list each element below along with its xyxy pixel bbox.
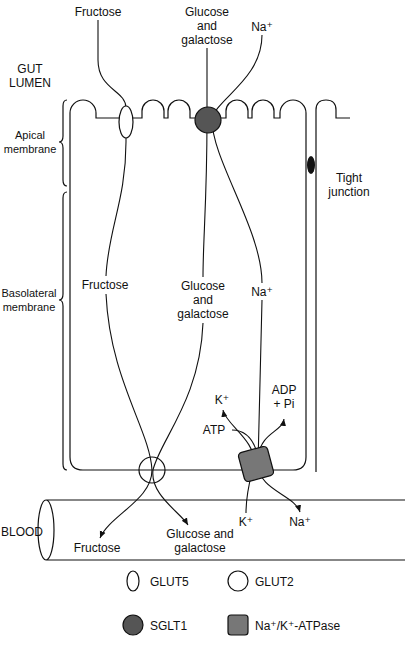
legend-text: GLUT5: [150, 575, 189, 589]
legend-text: SGLT1: [150, 619, 187, 633]
blood-vessel: BLOODFructoseGlucose and galactoseK⁺Na⁺: [38, 498, 405, 566]
ion-label: Na⁺: [251, 285, 273, 299]
atp-hydrolysis-path: [232, 419, 284, 456]
neighbour-cell-outline: [316, 100, 350, 472]
substance-label: Fructose: [74, 541, 121, 555]
sglt1-transporter: [195, 107, 221, 133]
fructose-uptake-path: [98, 20, 126, 276]
na-k-atpase-pump: [238, 446, 275, 483]
legend-sample-sglt1: [123, 615, 143, 635]
substance-label: Fructose: [75, 5, 122, 19]
substance-label: Glucose and galactose: [177, 279, 228, 321]
legend-sample-glut2: [228, 571, 248, 591]
legend-sample-atpase: [228, 615, 248, 635]
membrane-label: Apical membrane: [4, 128, 57, 156]
substance-label: Fructose: [82, 278, 129, 292]
sodium-uptake-path: [212, 35, 262, 283]
ion-label: K⁺: [239, 515, 253, 529]
membrane-label: Basolateral membrane: [1, 286, 56, 314]
glucose-export-path: [153, 323, 203, 525]
legend-sample-glut5: [127, 571, 139, 591]
glut5-transporter: [119, 106, 133, 138]
cell-membrane: [70, 100, 306, 470]
region-label: BLOOD: [1, 525, 43, 539]
glucose-uptake-path: [203, 48, 207, 277]
energy-label: ATP: [203, 423, 225, 437]
product-label: ADP + Pi: [272, 383, 296, 411]
potassium-import-path: [223, 410, 254, 513]
legend-text: GLUT2: [255, 575, 294, 589]
basolateral-bracket: [59, 192, 67, 470]
apical-bracket: [59, 100, 67, 186]
structure-label: Tight junction: [328, 171, 369, 199]
tight-junction-symbol: [307, 156, 315, 174]
substance-label: Glucose and galactose: [162, 527, 238, 555]
ion-label: Na⁺: [251, 20, 273, 34]
enterocyte-cell: Fructose Glucose and galactose Na⁺ K⁺ ADP + …: [66, 98, 312, 474]
vessel-wall: [38, 500, 405, 560]
sodium-export-path: [258, 300, 300, 512]
substance-label: Glucose and galactose: [181, 5, 232, 47]
ion-label: Na⁺: [289, 515, 311, 529]
region-label: GUT LUMEN: [9, 62, 51, 90]
fructose-export-path: [100, 294, 152, 538]
legend-text: Na⁺/K⁺-ATPase: [255, 619, 340, 633]
ion-label: K⁺: [215, 393, 229, 407]
